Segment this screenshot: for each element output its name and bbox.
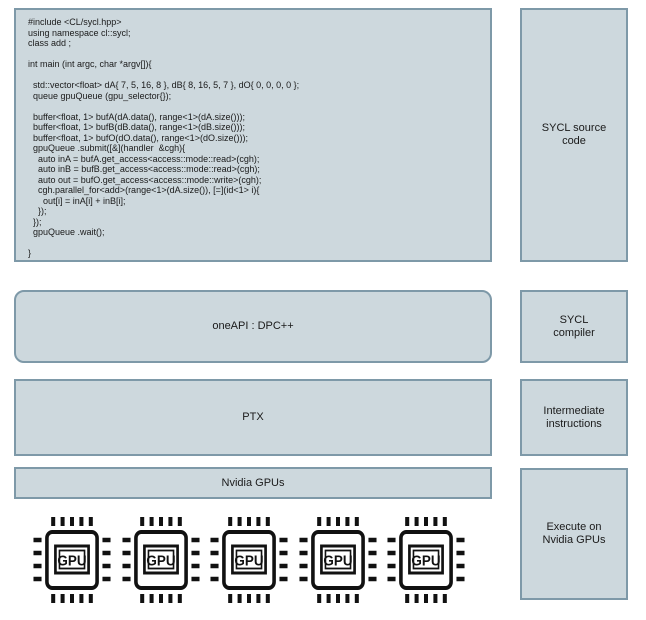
gpu-chip-icon: GPU <box>118 512 204 608</box>
svg-text:GPU: GPU <box>411 553 440 570</box>
svg-text:GPU: GPU <box>234 553 263 570</box>
side-label-sycl-compiler-text: SYCL compiler <box>553 313 595 339</box>
nvidia-gpus-bar: Nvidia GPUs <box>14 467 492 499</box>
sycl-source-code-panel: #include <CL/sycl.hpp> using namespace c… <box>14 8 492 262</box>
oneapi-dpcpp-label: oneAPI : DPC++ <box>212 320 294 332</box>
nvidia-gpus-label: Nvidia GPUs <box>221 476 285 489</box>
svg-text:GPU: GPU <box>57 553 86 570</box>
ptx-label: PTX <box>242 411 264 423</box>
sycl-source-code: #include <CL/sycl.hpp> using namespace c… <box>28 17 300 258</box>
ptx-box: PTX <box>14 379 492 456</box>
side-label-execute-on-nvidia-gpus-text: Execute on Nvidia GPUs <box>542 521 606 546</box>
side-label-sycl-source-code-text: SYCL source code <box>541 122 607 147</box>
side-label-sycl-source-code: SYCL source code <box>520 8 628 262</box>
svg-text:GPU: GPU <box>323 553 352 570</box>
gpu-icons-row: GPU GPU GPU GPU GPU <box>29 512 469 608</box>
side-label-execute-on-nvidia-gpus: Execute on Nvidia GPUs <box>520 468 628 600</box>
side-label-sycl-compiler: SYCL compiler <box>520 290 628 363</box>
side-label-intermediate-instructions: Intermediate instructions <box>520 379 628 456</box>
gpu-chip-icon: GPU <box>295 512 381 608</box>
gpu-chip-icon: GPU <box>29 512 115 608</box>
gpu-chip-icon: GPU <box>383 512 469 608</box>
svg-text:GPU: GPU <box>146 553 175 570</box>
side-label-intermediate-instructions-text: Intermediate instructions <box>543 404 605 430</box>
gpu-chip-icon: GPU <box>206 512 292 608</box>
oneapi-dpcpp-box: oneAPI : DPC++ <box>14 290 492 363</box>
